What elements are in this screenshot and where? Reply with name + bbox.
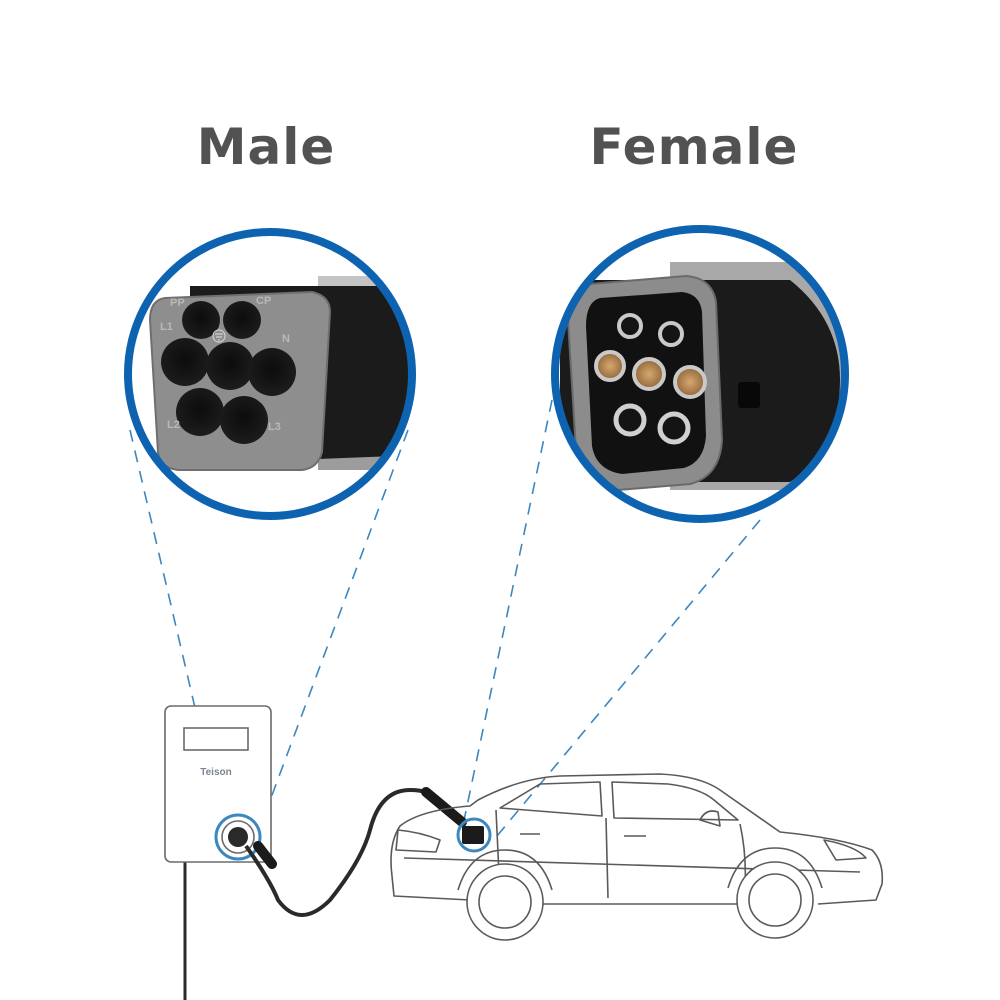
- car-inlet-highlight: [456, 817, 492, 853]
- earth-symbol-icon: [212, 329, 226, 343]
- latch-slot: [738, 382, 760, 408]
- pin-label-n: N: [282, 333, 290, 345]
- pin-label-cp: CP: [256, 295, 271, 307]
- male-label: Male: [196, 118, 336, 176]
- car: [390, 773, 884, 941]
- female-contacts: [594, 313, 707, 445]
- pin-label-l3: L3: [268, 421, 281, 433]
- wall-charger: Teison: [164, 705, 272, 1000]
- charger-display: [183, 727, 249, 751]
- charger-socket-highlight: [214, 813, 262, 861]
- pin-label-pp: PP: [170, 297, 185, 309]
- car-charging-inlet: [456, 817, 492, 853]
- pin-label-l2: L2: [167, 419, 180, 431]
- female-label: Female: [589, 118, 799, 176]
- female-zoom-ring: [551, 225, 849, 523]
- male-pin-holes: [161, 301, 296, 444]
- female-connector-zoom: [551, 225, 849, 523]
- pin-label-l1: L1: [160, 321, 173, 333]
- male-zoom-ring: [124, 228, 416, 520]
- charging-cable: [244, 787, 467, 917]
- male-connector-zoom: PP CP L1 N L2 L3: [124, 228, 416, 520]
- charger-brand: Teison: [200, 767, 231, 778]
